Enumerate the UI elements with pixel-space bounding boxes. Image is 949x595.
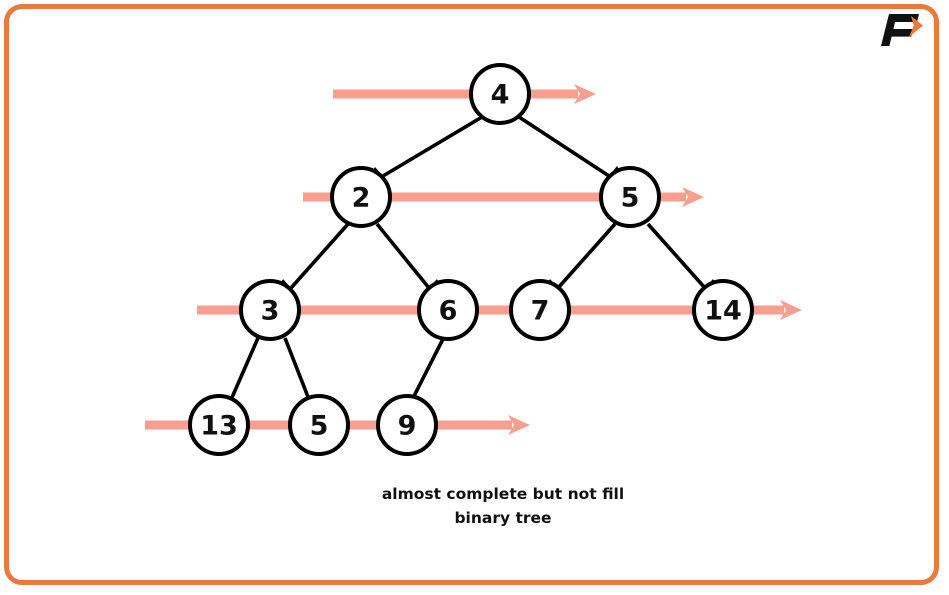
level-arrow-head-4 xyxy=(508,415,530,435)
node-circle xyxy=(239,279,301,341)
node-label: 5 xyxy=(310,411,329,442)
node-label: 13 xyxy=(200,411,238,442)
tree-node-14[interactable]: 14 xyxy=(692,279,754,341)
node-circle xyxy=(509,279,571,341)
node-circle xyxy=(599,166,661,228)
node-label: 7 xyxy=(531,296,550,327)
node-label: 6 xyxy=(439,296,458,327)
logo-letter-f xyxy=(881,14,919,46)
tree-node-9[interactable]: 9 xyxy=(376,394,438,456)
node-circle xyxy=(288,394,350,456)
tree-node-3[interactable]: 3 xyxy=(239,279,301,341)
tree-node-13[interactable]: 13 xyxy=(188,394,250,456)
tree-node-5-level2[interactable]: 5 xyxy=(599,166,661,228)
node-label: 4 xyxy=(491,80,510,111)
node-circle xyxy=(417,279,479,341)
node-label: 14 xyxy=(704,296,742,327)
node-circle xyxy=(376,394,438,456)
node-label: 5 xyxy=(621,183,640,214)
node-circle xyxy=(188,394,250,456)
level-line-group-1 xyxy=(333,84,596,104)
level-arrow-head-3 xyxy=(780,300,802,320)
node-circle xyxy=(692,279,754,341)
level-arrow-head-1 xyxy=(574,84,596,104)
node-label: 3 xyxy=(261,296,280,327)
caption-line-2: binary tree xyxy=(454,509,551,527)
level-arrow-head-2 xyxy=(682,187,704,207)
node-label: 2 xyxy=(352,183,371,214)
f-arrow-logo xyxy=(881,14,923,46)
tree-node-2[interactable]: 2 xyxy=(330,166,392,228)
tree-node-7[interactable]: 7 xyxy=(509,279,571,341)
tree-node-4[interactable]: 4 xyxy=(469,63,531,125)
node-label: 9 xyxy=(398,411,417,442)
node-circle xyxy=(330,166,392,228)
logo-chevron-icon xyxy=(909,16,923,37)
tree-node-5-level4[interactable]: 5 xyxy=(288,394,350,456)
tree-edges xyxy=(218,115,724,421)
tree-node-6[interactable]: 6 xyxy=(417,279,479,341)
node-circle xyxy=(469,63,531,125)
caption-line-1: almost complete but not fill xyxy=(382,485,624,503)
